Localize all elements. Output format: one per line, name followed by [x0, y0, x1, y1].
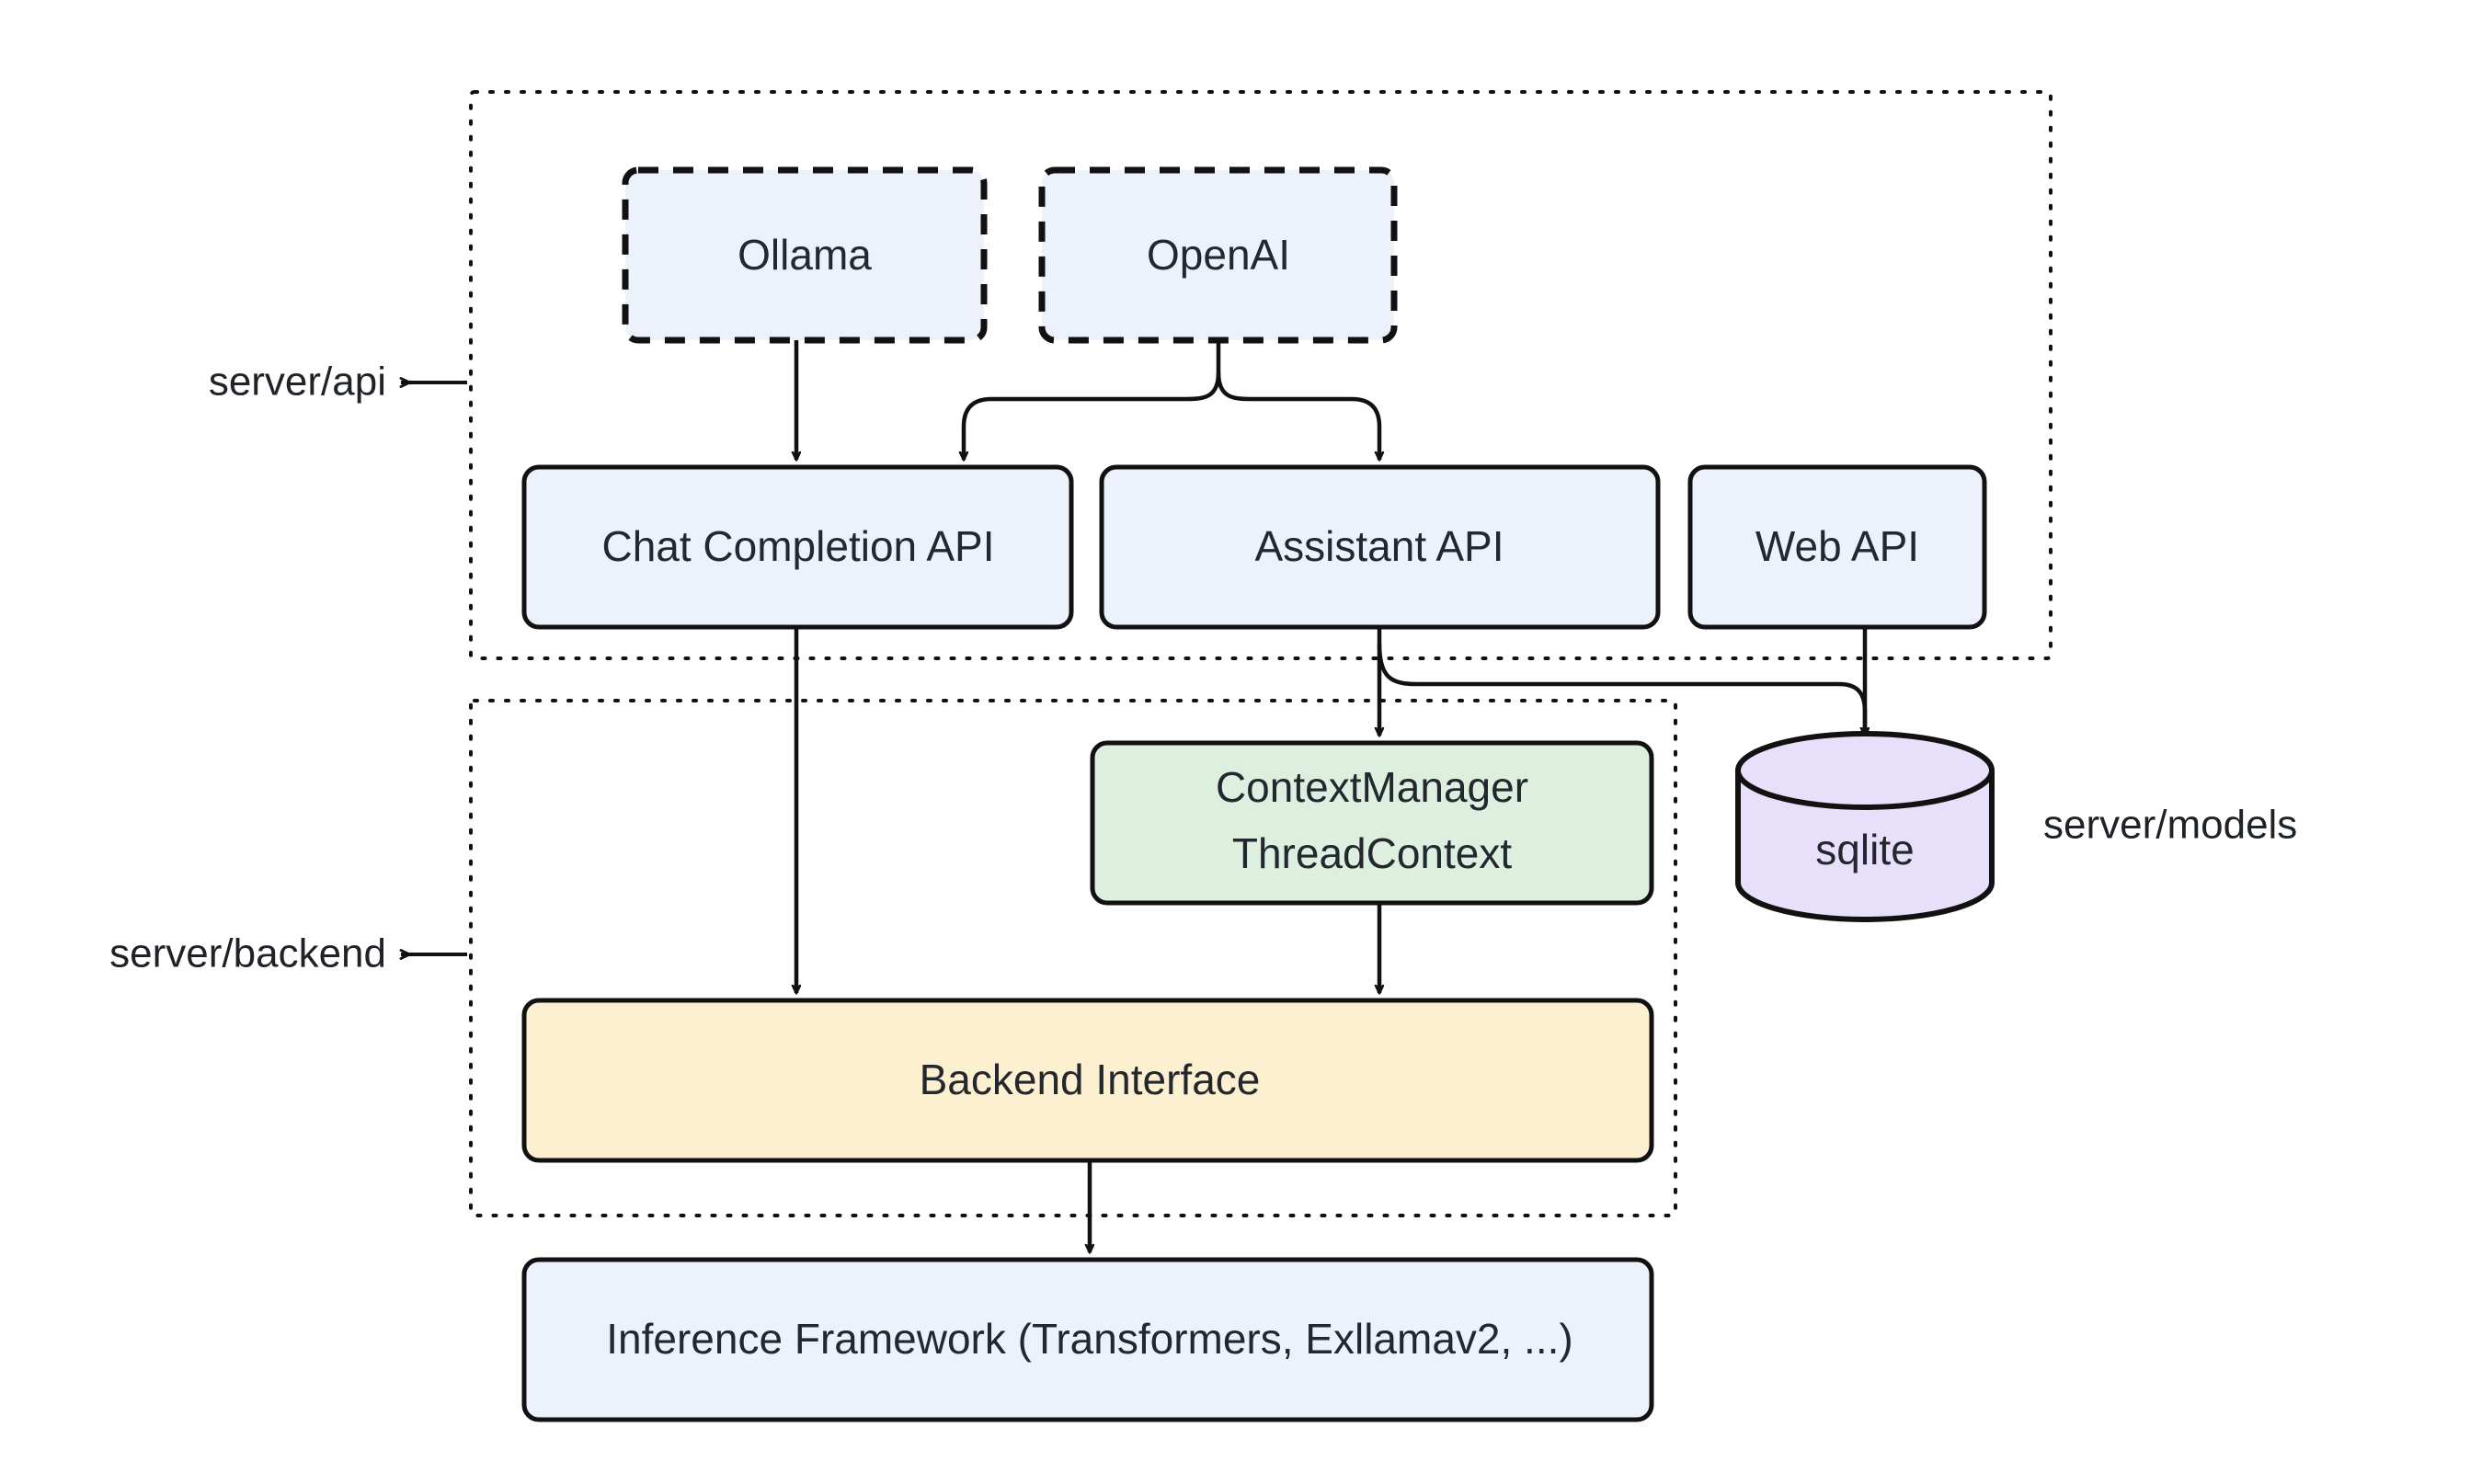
edge-layer — [796, 340, 1865, 1252]
node-ollama-label: Ollama — [738, 231, 872, 279]
node-inference-framework-label: Inference Framework (Transformers, Exlla… — [606, 1315, 1572, 1363]
edge-openai-to-assistant-api — [1216, 371, 1379, 460]
node-backend-interface-label: Backend Interface — [920, 1056, 1261, 1103]
node-assistant-api[interactable]: Assistant API — [1099, 464, 1661, 630]
node-context-manager[interactable]: ContextManager ThreadContext — [1090, 740, 1654, 906]
node-web-api-shape[interactable] — [1687, 464, 1987, 630]
group-label-backend: server/backend — [109, 931, 467, 976]
node-context-manager-shape[interactable] — [1090, 740, 1654, 906]
edge-openai-to-chat-completion-api — [964, 371, 1221, 460]
node-sqlite-body[interactable] — [1735, 768, 1995, 922]
group-label-backend-text: server/backend — [109, 931, 386, 976]
node-inference-framework[interactable]: Inference Framework (Transformers, Exlla… — [521, 1257, 1654, 1422]
node-sqlite-label: sqlite — [1815, 826, 1914, 873]
node-backend-interface[interactable]: Backend Interface — [521, 998, 1654, 1163]
node-inference-framework-shape[interactable] — [521, 1257, 1654, 1422]
group-label-api-text: server/api — [209, 360, 386, 405]
group-container-api — [469, 90, 2053, 660]
group-container-backend — [469, 699, 1677, 1217]
group-label-models: server/models — [2043, 803, 2297, 848]
group-label-api: server/api — [209, 360, 467, 405]
node-context-manager-label-line2: ThreadContext — [1232, 829, 1512, 877]
node-chat-completion-api-shape[interactable] — [521, 464, 1074, 630]
node-sqlite-top-ellipse[interactable] — [1735, 731, 1995, 810]
node-assistant-api-shape[interactable] — [1099, 464, 1661, 630]
node-context-manager-label-line1: ContextManager — [1216, 763, 1528, 811]
node-chat-completion-api-label: Chat Completion API — [601, 522, 994, 570]
node-assistant-api-label: Assistant API — [1254, 522, 1504, 570]
node-openai[interactable]: OpenAI — [1038, 166, 1398, 344]
node-web-api[interactable]: Web API — [1687, 464, 1987, 630]
node-backend-interface-shape[interactable] — [521, 998, 1654, 1163]
node-ollama[interactable]: Ollama — [622, 166, 988, 344]
node-openai-label: OpenAI — [1147, 231, 1290, 279]
node-chat-completion-api[interactable]: Chat Completion API — [521, 464, 1074, 630]
node-openai-shape[interactable] — [1038, 166, 1398, 344]
group-label-models-text: server/models — [2043, 803, 2297, 848]
node-sqlite[interactable]: sqlite — [1735, 731, 1995, 922]
node-web-api-label: Web API — [1755, 522, 1919, 570]
node-ollama-shape[interactable] — [622, 166, 988, 344]
